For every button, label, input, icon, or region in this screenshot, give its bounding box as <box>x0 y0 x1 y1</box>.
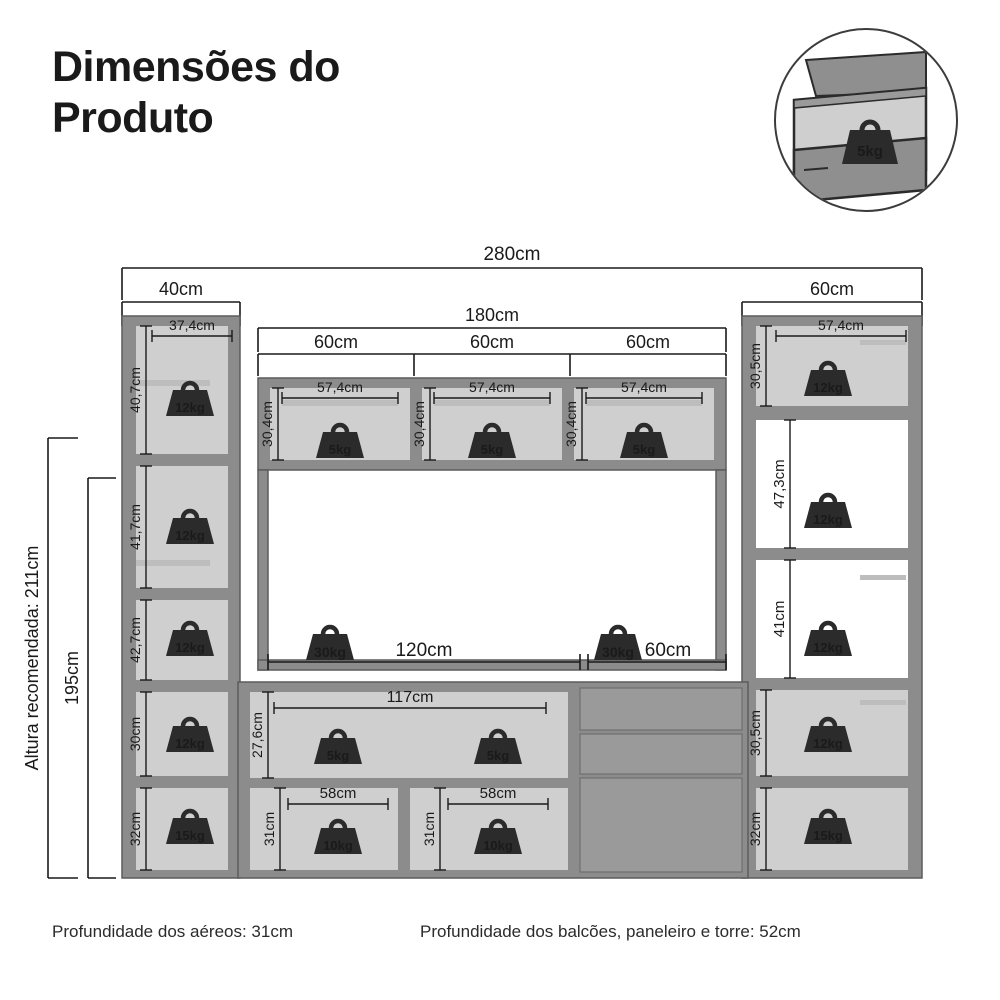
load-bench-1: 30kg <box>314 644 346 660</box>
label-bench-tv-width: 120cm <box>395 640 452 661</box>
label-left-h3: 42,7cm <box>127 617 143 663</box>
label-center-width: 180cm <box>465 305 519 325</box>
label-right-h2: 47,3cm <box>771 459 788 508</box>
left-dims <box>140 325 152 871</box>
label-right-shelf-width: 57,4cm <box>818 317 864 333</box>
label-right-h3: 41cm <box>771 601 788 638</box>
label-right-h5: 32cm <box>747 812 763 846</box>
label-right-tower-width: 60cm <box>810 279 854 299</box>
label-left-shelf-width: 37,4cm <box>169 317 215 333</box>
dim-top-modules <box>257 353 727 376</box>
load-door-2: 10kg <box>483 838 513 853</box>
label-right-h4: 30,5cm <box>747 710 763 756</box>
label-top-shelf-h3: 30,4cm <box>563 401 579 447</box>
dim-center-width <box>257 327 727 352</box>
footer-depth-aereos: Profundidade dos aéreos: 31cm <box>52 922 293 941</box>
label-left-h2: 41,7cm <box>127 504 143 550</box>
dim-total-width <box>121 267 923 300</box>
bench-shelf-dims <box>262 691 549 871</box>
load-left-3: 12kg <box>175 640 205 655</box>
page-title: Dimensões do Produto <box>52 42 472 143</box>
label-total-width: 280cm <box>483 244 540 265</box>
right-tower <box>741 315 923 879</box>
bench-shelf-weights: 5kg 5kg 10kg 10kg <box>314 731 522 854</box>
load-top-2: 5kg <box>481 442 503 457</box>
label-door-2-height: 31cm <box>421 812 437 846</box>
left-tower <box>121 315 241 879</box>
product-diagram: 280cm 40cm 60cm 180cm <box>0 230 1000 910</box>
label-top-module-1: 60cm <box>314 332 358 352</box>
load-door-1: 10kg <box>323 838 353 853</box>
label-door-2-width: 58cm <box>480 785 517 802</box>
label-top-module-3: 60cm <box>626 332 670 352</box>
load-right-5: 15kg <box>813 828 843 843</box>
bench-loads: 30kg 30kg <box>306 627 642 660</box>
dim-recommended-height <box>47 437 78 879</box>
label-door-1-width: 58cm <box>320 785 357 802</box>
badge-weight-label: 5kg <box>857 143 883 160</box>
weight-icon: 5kg <box>842 119 898 164</box>
load-left-5: 15kg <box>175 828 205 843</box>
label-top-shelf-h2: 30,4cm <box>411 401 427 447</box>
bench-top-dims <box>267 654 727 670</box>
load-left-4: 12kg <box>175 736 205 751</box>
label-product-height: 195cm <box>62 651 82 705</box>
label-left-h1: 40,7cm <box>127 367 143 413</box>
load-bench-shelf-1: 5kg <box>327 748 349 763</box>
label-top-shelf-h1: 30,4cm <box>259 401 275 447</box>
label-bench-drawer-width: 60cm <box>645 640 691 661</box>
label-top-shelf-w1: 57,4cm <box>317 379 363 395</box>
footer-depth-balcoes: Profundidade dos balcões, paneleiro e to… <box>420 922 801 941</box>
load-bench-shelf-2: 5kg <box>487 748 509 763</box>
top-shelf-dims <box>272 387 703 461</box>
label-left-h4: 30cm <box>127 717 143 751</box>
load-top-1: 5kg <box>329 442 351 457</box>
load-right-3: 12kg <box>813 640 843 655</box>
label-left-h5: 32cm <box>127 812 143 846</box>
label-top-shelf-w3: 57,4cm <box>621 379 667 395</box>
label-top-shelf-w2: 57,4cm <box>469 379 515 395</box>
label-right-h1: 30,5cm <box>747 343 763 389</box>
load-left-2: 12kg <box>175 528 205 543</box>
left-weights: 12kg 12kg 12kg 12kg 15kg <box>166 383 214 844</box>
load-right-4: 12kg <box>813 736 843 751</box>
label-top-module-2: 60cm <box>470 332 514 352</box>
load-right-2: 12kg <box>813 512 843 527</box>
page-title-line1: Dimensões do <box>52 43 340 91</box>
drawer-weight-badge: 5kg <box>774 28 958 212</box>
dim-product-height <box>87 477 116 879</box>
top-shelf-weights: 5kg 5kg 5kg <box>316 425 668 458</box>
page-title-line2: Produto <box>52 93 214 142</box>
bottom-bench <box>237 681 749 879</box>
load-right-1: 12kg <box>813 380 843 395</box>
right-dims <box>760 325 796 871</box>
label-bench-shelf-height: 27,6cm <box>249 712 265 758</box>
label-door-1-height: 31cm <box>261 812 277 846</box>
load-top-3: 5kg <box>633 442 655 457</box>
dim-right-shelf-width <box>775 330 907 342</box>
label-bench-shelf-width: 117cm <box>387 689 434 706</box>
right-weights: 12kg 12kg 12kg 12kg 15kg <box>804 363 852 844</box>
label-recommended-height: Altura recomendada: 211cm <box>22 546 42 771</box>
load-bench-2: 30kg <box>602 644 634 660</box>
label-left-tower-width: 40cm <box>159 279 203 299</box>
dim-left-shelf-width <box>151 330 233 342</box>
load-left-1: 12kg <box>175 400 205 415</box>
